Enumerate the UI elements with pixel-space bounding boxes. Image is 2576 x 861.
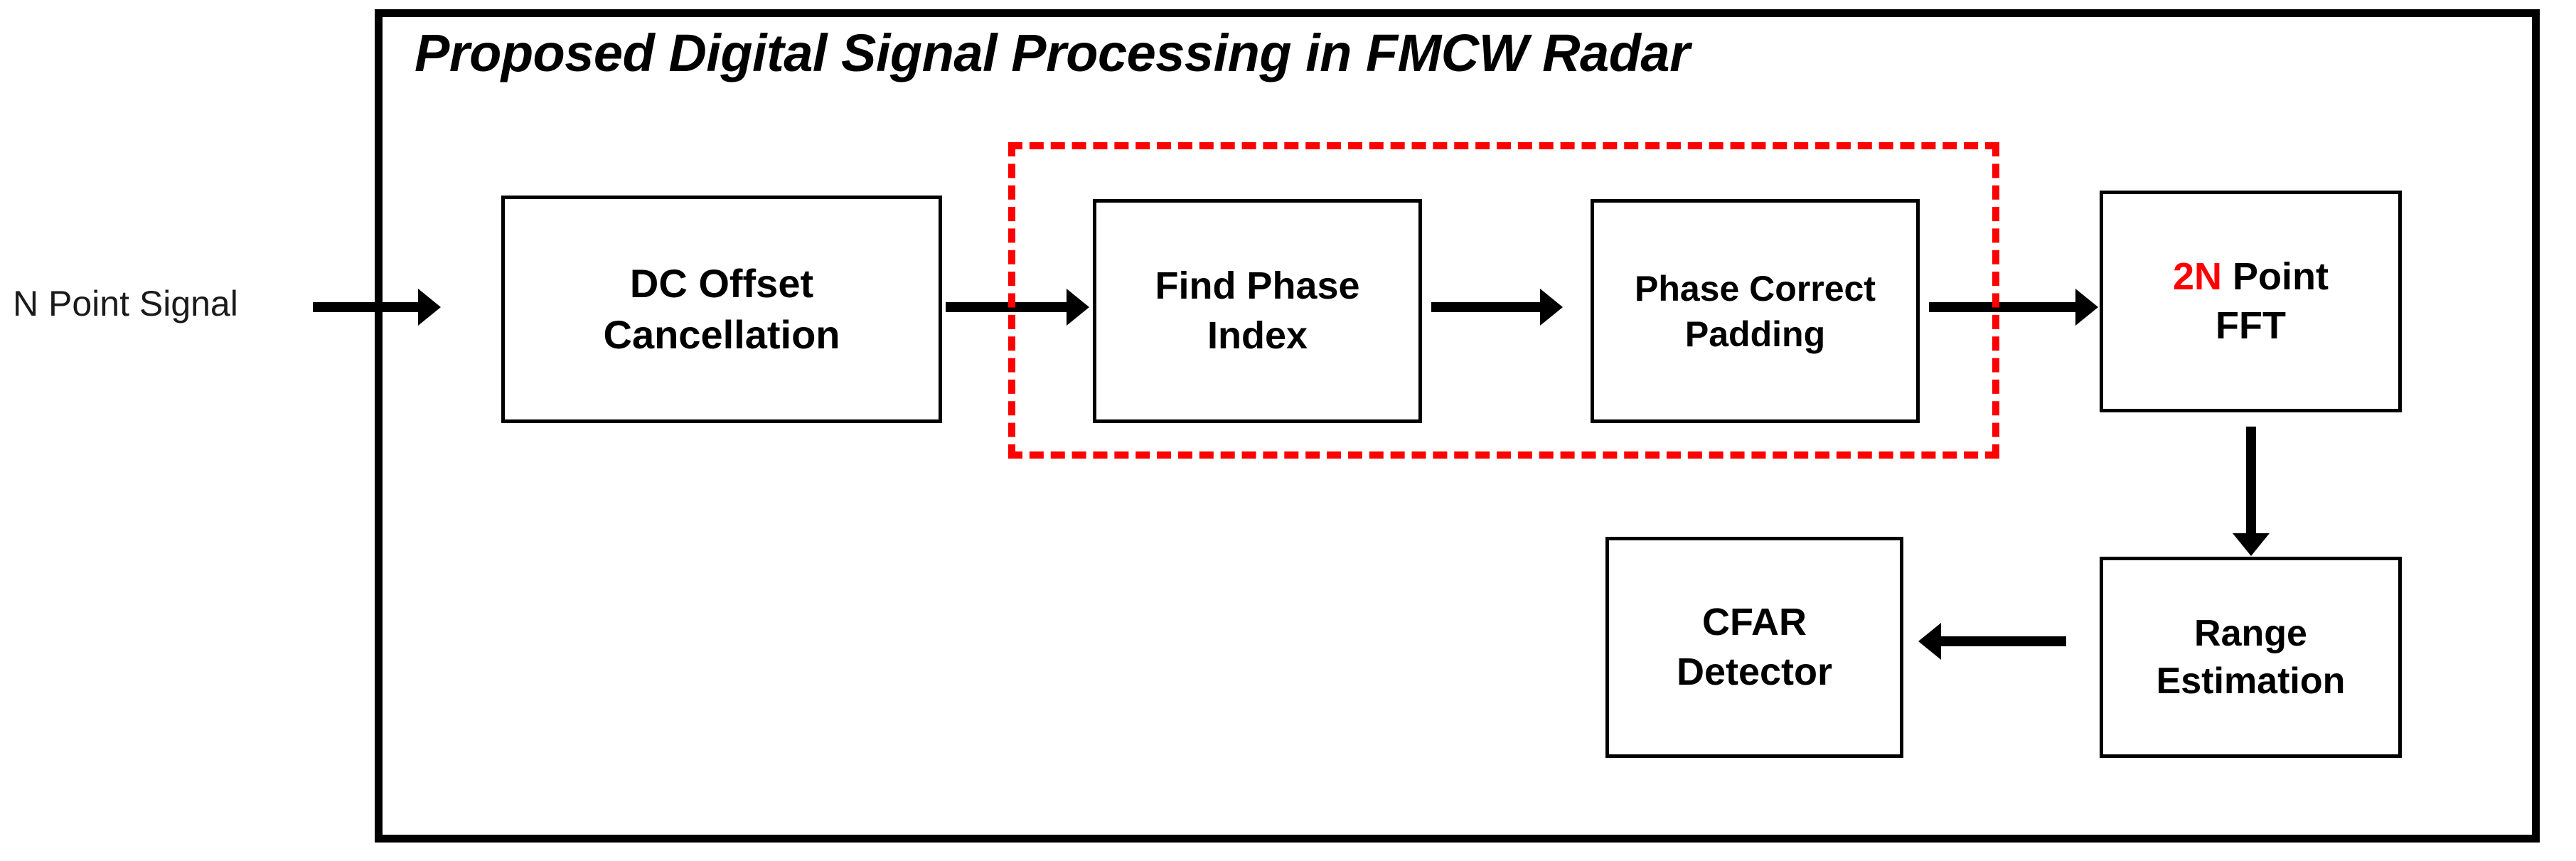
block-range-estimation[interactable]: Range Estimation (2100, 557, 2402, 758)
outer-frame (375, 9, 2540, 843)
block-label-line2: FFT (2216, 304, 2286, 347)
fft-point-text: Point (2222, 255, 2329, 298)
block-phase-correct-padding[interactable]: Phase Correct Padding (1591, 199, 1920, 423)
block-label-line1: DC Offset (629, 261, 814, 306)
block-find-phase-index[interactable]: Find Phase Index (1093, 199, 1422, 423)
block-2n-point-fft[interactable]: 2N Point FFT (2100, 191, 2402, 412)
block-label-line2: Estimation (2156, 660, 2346, 702)
page-title: Proposed Digital Signal Processing in FM… (415, 23, 1690, 82)
block-label-line1: 2N Point (2173, 252, 2329, 301)
arrow-find-phase-to-phase-correct (1431, 302, 1541, 312)
fft-factor-highlight: 2N (2172, 255, 2223, 298)
arrow-range-estimation-to-cfar (1940, 636, 2066, 646)
block-label-line2: Cancellation (603, 312, 840, 357)
input-signal-label: N Point Signal (13, 284, 238, 323)
block-label-line2: Padding (1684, 314, 1826, 354)
arrow-phase-correct-to-fft (1929, 302, 2077, 312)
arrow-fft-to-range-estimation (2246, 427, 2256, 535)
block-dc-offset-cancellation[interactable]: DC Offset Cancellation (501, 196, 942, 423)
block-cfar-detector[interactable]: CFAR Detector (1605, 537, 1903, 758)
block-label-line2: Detector (1676, 650, 1833, 693)
arrow-input-to-dc-offset (313, 302, 419, 312)
block-label-line1: CFAR (1702, 601, 1807, 644)
block-label-line1: Find Phase (1155, 264, 1360, 308)
block-label-line2: Index (1207, 314, 1308, 357)
block-label-line1: Range (2194, 612, 2307, 654)
arrow-dc-offset-to-find-phase (946, 302, 1068, 312)
block-label-line1: Phase Correct (1634, 268, 1876, 309)
